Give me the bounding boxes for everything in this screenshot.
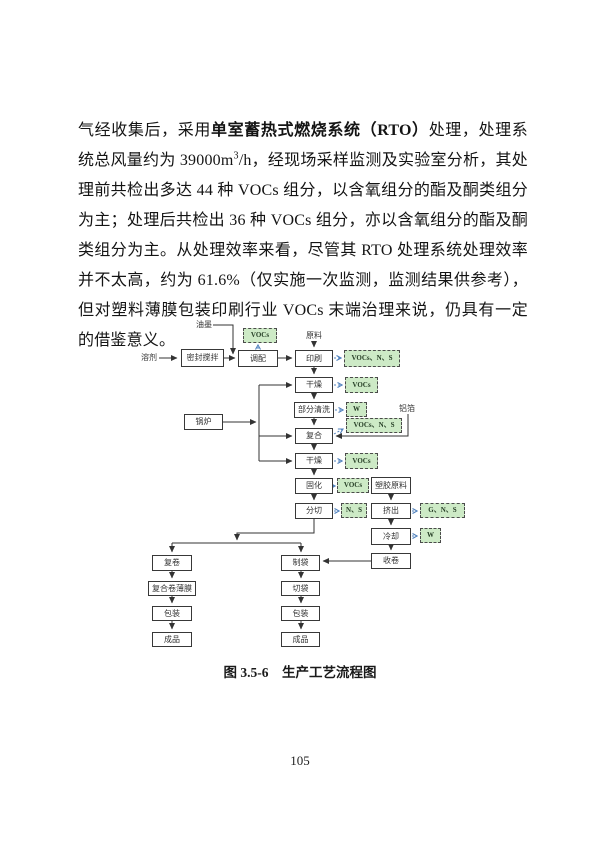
process-box-dry2: 干燥 xyxy=(295,453,333,469)
emission-box-laminate: VOCs、N、S xyxy=(346,418,402,433)
emission-box-blend: VOCs xyxy=(243,328,277,343)
process-box-cure: 固化 xyxy=(295,478,333,494)
paragraph-segment: /h，经现场采样监测及实验室分析，其处理前共检出多达 44 种 VOCs 组分，… xyxy=(78,152,528,349)
process-box-product-mid: 成品 xyxy=(281,632,320,647)
paragraph-bold-segment: 单室蓄热式燃烧系统（RTO） xyxy=(210,122,429,139)
emission-box-cool: W xyxy=(420,528,441,543)
process-box-laminated-film: 复合卷薄膜 xyxy=(148,581,196,596)
emission-box-dry2: VOCs xyxy=(345,453,378,469)
process-box-extrude: 挤出 xyxy=(371,503,411,519)
emission-box-print: VOCs、N、S xyxy=(344,350,400,367)
body-paragraph: 气经收集后，采用单室蓄热式燃烧系统（RTO）处理，处理系统总风量约为 39000… xyxy=(78,116,528,356)
process-box-product-left: 成品 xyxy=(152,632,192,647)
process-box-wind: 收卷 xyxy=(371,553,411,569)
paragraph-segment: 气经收集后，采用 xyxy=(78,122,211,139)
figure-caption: 图 3.5-6 生产工艺流程图 xyxy=(223,665,377,680)
emission-box-slit: N、S xyxy=(341,503,367,518)
process-box-pack-mid: 包装 xyxy=(281,606,320,621)
process-box-pack-left: 包装 xyxy=(152,606,192,621)
emission-box-partial-clean: W xyxy=(346,402,367,417)
emission-box-cure: VOCs xyxy=(337,478,369,493)
emission-box-dry1: VOCs xyxy=(345,377,378,393)
flowchart-connectors xyxy=(159,324,485,630)
process-box-seal-mix: 密封搅拌 xyxy=(181,349,224,367)
input-label-aluminum-foil: 铝箔 xyxy=(399,404,415,413)
process-flow-diagram: 油墨 溶剂 原料 铝箔 密封搅拌 调配 印刷 干燥 部分清洗 复合 干燥 固化 … xyxy=(95,318,485,658)
process-box-bag-make: 制袋 xyxy=(281,555,320,571)
process-box-cool: 冷却 xyxy=(371,528,411,545)
process-box-dry1: 干燥 xyxy=(295,377,333,393)
emission-box-extrude: G、N、S xyxy=(420,503,465,518)
input-label-ink: 油墨 xyxy=(196,320,212,329)
page-number: 105 xyxy=(290,753,310,768)
process-box-boiler: 锅炉 xyxy=(184,414,223,430)
process-box-slit: 分切 xyxy=(295,503,333,519)
input-label-solvent: 溶剂 xyxy=(141,353,157,362)
process-box-print: 印刷 xyxy=(295,350,333,367)
input-label-raw-material: 原料 xyxy=(306,331,322,340)
superscript-3: 3 xyxy=(233,150,239,162)
process-box-rewind: 复卷 xyxy=(152,555,192,571)
paragraph-segment: 处理，处理系统总风量约为 39000m xyxy=(78,122,529,169)
process-box-laminate: 复合 xyxy=(295,428,333,444)
process-box-blend: 调配 xyxy=(238,350,278,367)
process-box-bag-cut: 切袋 xyxy=(281,581,320,596)
process-box-partial-clean: 部分清洗 xyxy=(294,402,334,418)
process-box-plastic-raw: 塑胶原料 xyxy=(371,477,411,494)
